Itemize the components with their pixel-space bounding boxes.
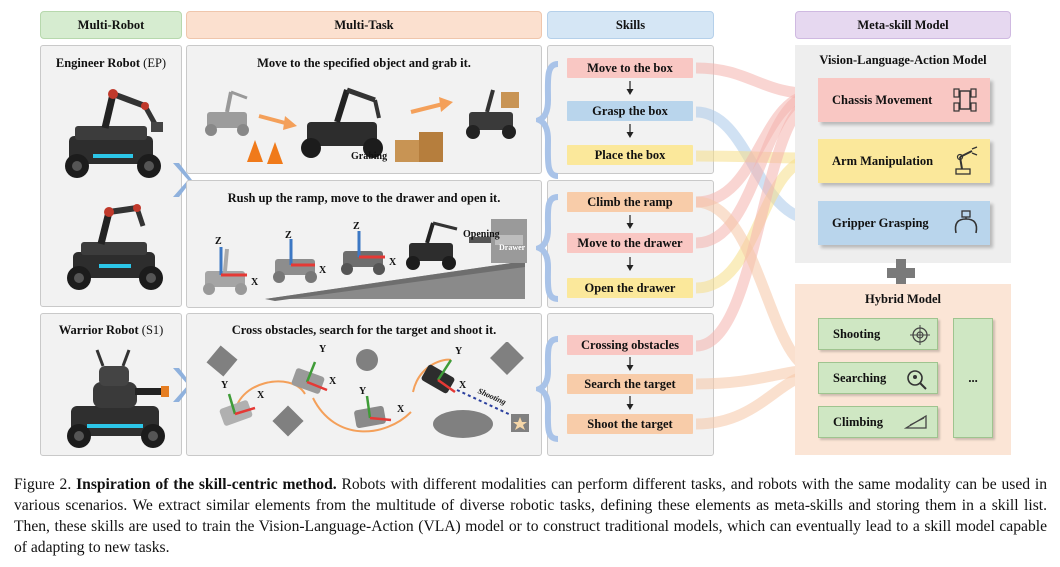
grabing-label: Grabing — [351, 151, 388, 162]
axis-label-y-3: Y — [359, 386, 367, 397]
robot-arm-icon — [955, 146, 978, 175]
task-panel-2: Rush up the ramp, move to the drawer and… — [186, 180, 542, 308]
searching-box: Searching — [818, 362, 938, 394]
axis-label-x-7: X — [459, 380, 467, 391]
header-multi-robot: Multi-Robot — [40, 11, 182, 39]
ramp-icon — [904, 414, 927, 429]
header-meta-skill-model: Meta-skill Model — [795, 11, 1011, 39]
axis-label-z-2: Z — [285, 230, 292, 241]
header-skills-label: Skills — [615, 17, 646, 32]
gripper-grasping-box: Gripper Grasping — [818, 201, 990, 245]
chassis-movement-box: Chassis Movement — [818, 78, 990, 122]
task-illustration-2 — [203, 219, 527, 301]
engineer-robot-panel: Engineer Robot (EP) — [40, 45, 182, 307]
arrow-down-icon-6 — [626, 396, 634, 410]
more-skills-label: ... — [968, 370, 978, 385]
climbing-box: Climbing — [818, 406, 938, 438]
axis-label-x-2: X — [319, 265, 327, 276]
axis-label-z-1: Z — [215, 236, 222, 247]
header-meta-skill-model-label: Meta-skill Model — [857, 17, 949, 32]
drawer-label: Drawer — [499, 243, 526, 252]
axis-label-y-1: Y — [221, 380, 229, 391]
header-multi-task: Multi-Task — [186, 11, 542, 39]
shooting-label: Shooting — [833, 326, 881, 341]
searching-label: Searching — [833, 370, 887, 385]
task-title-2: Rush up the ramp, move to the drawer and… — [227, 191, 501, 205]
skill-crossing-obstacles: Crossing obstacles — [567, 335, 693, 355]
shooting-box: Shooting — [818, 318, 938, 350]
axis-label-x-3: X — [389, 257, 397, 268]
axis-label-x-6: X — [397, 404, 405, 415]
gripper-grasping-label: Gripper Grasping — [832, 215, 929, 230]
search-icon — [907, 370, 927, 390]
arm-manipulation-box: Arm Manipulation — [818, 139, 990, 183]
chassis-icon — [953, 88, 977, 112]
chassis-movement-label: Chassis Movement — [832, 92, 933, 107]
skill-search-target: Search the target — [567, 374, 693, 394]
engineer-robot-title: Engineer Robot (EP) — [41, 56, 181, 71]
engineer-robot-code: (EP) — [143, 56, 167, 70]
gripper-icon — [954, 210, 978, 234]
hybrid-model-title: Hybrid Model — [864, 292, 942, 306]
axis-label-x-1: X — [251, 277, 259, 288]
axis-label-y-4: Y — [455, 346, 463, 357]
skill-move-to-drawer: Move to the drawer — [567, 233, 693, 253]
skill-grasp-box: Grasp the box — [567, 101, 693, 121]
engineer-robot-name: Engineer Robot — [55, 56, 141, 70]
caption-text: Robots with different modalities can per… — [14, 476, 1047, 556]
brace-icon-3 — [536, 336, 559, 442]
axis-label-x-5: X — [329, 376, 337, 387]
more-skills-box: ... — [953, 318, 993, 438]
engineer-robot-image-2 — [67, 204, 163, 290]
arrow-down-icon-4 — [626, 257, 634, 271]
warrior-robot-name: Warrior Robot — [58, 323, 139, 337]
task-title-1: Move to the specified object and grab it… — [257, 56, 471, 70]
axis-label-x-4: X — [257, 390, 265, 401]
warrior-robot-code: (S1) — [141, 323, 164, 337]
brace-icon-2 — [536, 194, 559, 302]
opening-label: Opening — [463, 229, 500, 240]
task-illustration-1 — [205, 87, 519, 164]
arrow-down-icon-5 — [626, 357, 634, 371]
engineer-robot-image — [65, 89, 163, 178]
task-illustration-3 — [206, 342, 529, 438]
vla-model-title: Vision-Language-Action Model — [819, 53, 987, 67]
skill-open-drawer: Open the drawer — [567, 278, 693, 298]
arm-manipulation-label: Arm Manipulation — [832, 153, 934, 168]
task-title-3: Cross obstacles, search for the target a… — [231, 323, 497, 337]
crosshair-icon — [910, 325, 930, 345]
plus-icon — [887, 259, 915, 287]
brace-icon-1 — [536, 61, 559, 179]
arrow-down-icon-3 — [626, 215, 634, 229]
climbing-label: Climbing — [833, 414, 884, 429]
task-panel-1: Move to the specified object and grab it… — [186, 45, 542, 174]
caption-bold: Inspiration of the skill-centric method. — [76, 476, 337, 493]
axis-label-y-2: Y — [319, 344, 327, 355]
axis-label-z-3: Z — [353, 221, 360, 232]
arrow-down-icon-2 — [626, 124, 634, 138]
skill-place-box: Place the box — [567, 145, 693, 165]
skill-move-to-box: Move to the box — [567, 58, 693, 78]
header-multi-task-label: Multi-Task — [334, 17, 394, 32]
task-panel-3: Cross obstacles, search for the target a… — [186, 313, 542, 456]
warrior-robot-title: Warrior Robot (S1) — [41, 323, 181, 338]
figure-caption: Figure 2. Inspiration of the skill-centr… — [14, 474, 1047, 558]
header-multi-robot-label: Multi-Robot — [77, 17, 145, 32]
arrow-down-icon — [626, 81, 634, 95]
warrior-robot-image — [67, 349, 169, 448]
caption-prefix: Figure 2. — [14, 476, 77, 493]
skill-climb-ramp: Climb the ramp — [567, 192, 693, 212]
warrior-robot-panel: Warrior Robot (S1) — [40, 313, 182, 456]
header-skills: Skills — [547, 11, 714, 39]
skill-shoot-target: Shoot the target — [567, 414, 693, 434]
